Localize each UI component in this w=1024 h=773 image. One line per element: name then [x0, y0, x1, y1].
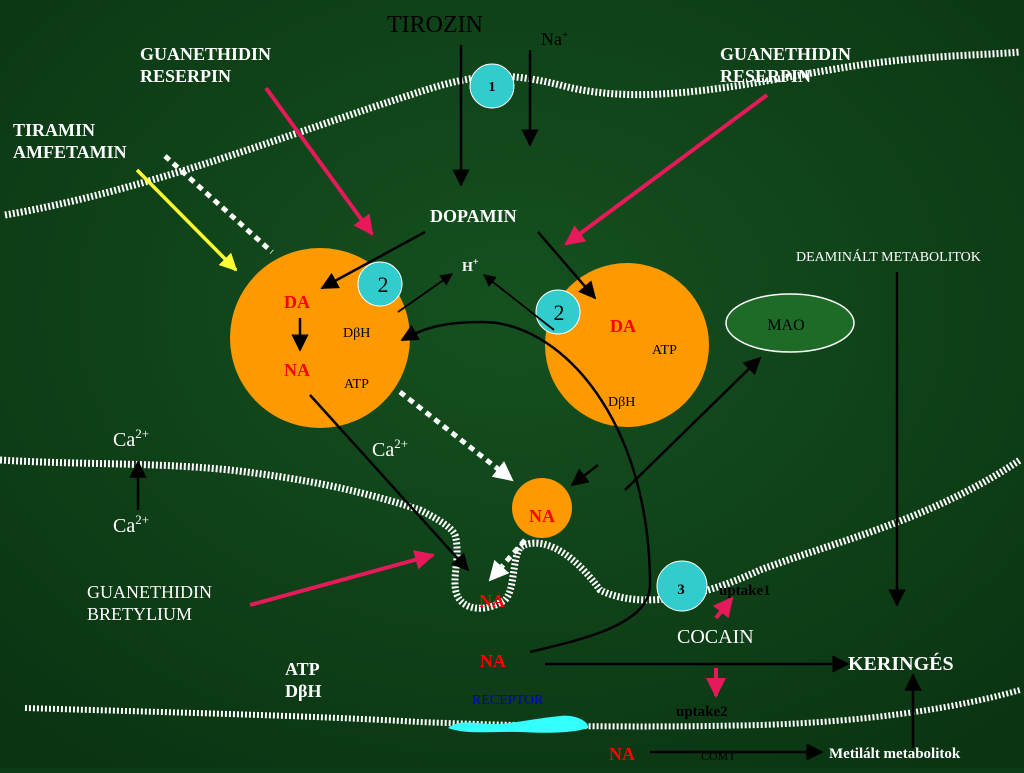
reserpin-right-label: RESERPIN — [720, 66, 811, 86]
vesicle-left-atp: ATP — [344, 377, 369, 392]
vesicle-right — [545, 263, 709, 427]
mao-enzyme — [725, 293, 855, 353]
na-bottom-label: NA — [609, 744, 635, 764]
postsynaptic-membrane — [24, 687, 1021, 730]
transporter-3 — [656, 560, 708, 612]
amfetamin-label: AMFETAMIN — [13, 142, 127, 162]
vesicle-right-da: DA — [610, 316, 636, 336]
na-cleft-label: NA — [479, 591, 505, 611]
vesicle-left-na: NA — [284, 360, 310, 380]
atp-bottom-label: ATP — [285, 659, 320, 679]
bretylium-label: BRETYLIUM — [87, 604, 192, 624]
na-synapse-label: NA — [480, 651, 506, 671]
black-arrows — [129, 45, 922, 761]
na-ion-label: Na+ — [541, 29, 568, 49]
receptor-shape — [448, 715, 589, 733]
vesicle-left-da: DA — [284, 292, 310, 312]
ca-bottom-label: Ca2+ — [113, 512, 149, 537]
magenta-arrows — [249, 86, 769, 698]
tiramin-arrow — [135, 168, 238, 272]
reserpin-left-label: RESERPIN — [140, 66, 231, 86]
h-ion-label: H+ — [462, 257, 479, 275]
site-3-label: 3 — [677, 582, 685, 598]
site-1-label: 1 — [489, 80, 496, 95]
site-2-left-label: 2 — [378, 272, 389, 297]
uptake2-label: uptake2 — [676, 704, 728, 720]
comt-label: COMT — [701, 749, 736, 763]
dbh-bottom-label: DβH — [285, 681, 321, 701]
metilalt-label: Metilált metabolitok — [829, 746, 961, 762]
na-released-label: NA — [529, 506, 555, 526]
keringes-label: KERINGÉS — [848, 652, 954, 675]
presynaptic-membrane-top — [4, 48, 1021, 219]
guanethidin-left-label: GUANETHIDIN — [140, 44, 271, 64]
uptake1-label: uptake1 — [719, 583, 771, 599]
vesicle-right-atp: ATP — [652, 343, 677, 358]
dotted-arrows — [163, 154, 527, 582]
presynaptic-membrane-bottom — [0, 456, 1022, 612]
deaminalt-label: DEAMINÁLT METABOLITOK — [796, 248, 981, 265]
guanethidin-bottom-label: GUANETHIDIN — [87, 582, 212, 602]
transporter-2-right — [535, 289, 581, 335]
vesicle-released — [512, 478, 572, 538]
tirozin-label: TIROZIN — [387, 12, 483, 38]
receptor-label: RECEPTOR — [472, 693, 544, 708]
cocain-label: COCAIN — [677, 626, 754, 648]
guanethidin-right-label: GUANETHIDIN — [720, 44, 851, 64]
vesicle-left-dbh: DβH — [343, 326, 370, 341]
dopamin-label: DOPAMIN — [430, 206, 517, 226]
site-2-right-label: 2 — [554, 300, 565, 325]
ca-mid-label: Ca2+ — [372, 436, 408, 461]
transporter-1 — [469, 63, 515, 109]
vesicle-right-dbh: DβH — [608, 395, 635, 410]
ca-top-label: Ca2+ — [113, 426, 149, 451]
tiramin-label: TIRAMIN — [13, 120, 95, 140]
transporter-2-left — [357, 261, 403, 307]
mao-label: MAO — [767, 317, 804, 334]
